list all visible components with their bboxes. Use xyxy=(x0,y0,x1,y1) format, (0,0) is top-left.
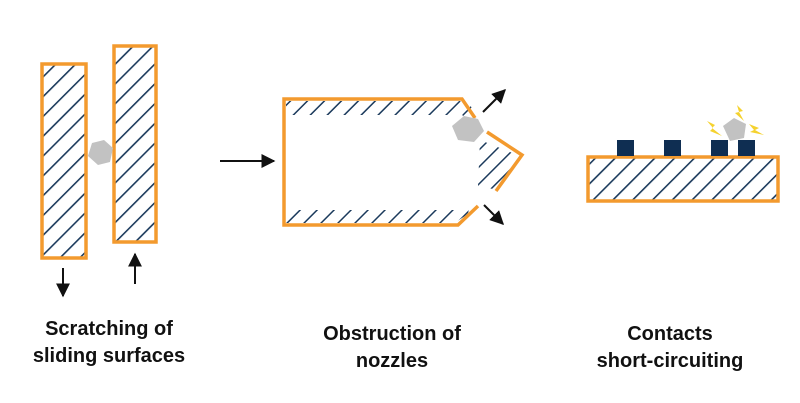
caption-contacts-line-1: Contacts xyxy=(627,323,713,345)
caption-scratching: Scratching of sliding surfaces xyxy=(14,316,204,370)
contact-pad-3 xyxy=(711,140,728,156)
sliding-bar-right xyxy=(112,44,158,244)
contact-pad-4 xyxy=(738,140,755,156)
nozzle-outline-upper xyxy=(282,97,480,227)
caption-contacts-line-2: short-circuiting xyxy=(596,350,744,372)
caption-contacts: Contacts short-circuiting xyxy=(565,321,775,375)
caption-nozzle-line-2: nozzles xyxy=(355,350,429,372)
nozzle-hatch-top xyxy=(286,101,458,115)
caption-nozzle: Obstruction of nozzles xyxy=(292,321,492,375)
particle-on-contacts xyxy=(723,118,746,141)
panel-contacts xyxy=(586,105,780,203)
contact-pad-1 xyxy=(617,140,634,156)
arrow-spray-up xyxy=(482,89,506,113)
caption-scratching-line-1: Scratching of xyxy=(45,318,173,340)
spark-top-icon xyxy=(735,105,744,121)
nozzle-outline-lower xyxy=(486,130,525,193)
sliding-bar-left xyxy=(40,62,88,260)
particle-between-bars xyxy=(88,140,113,165)
nozzle-hatch-lower-tip xyxy=(478,140,520,190)
caption-scratching-line-2: sliding surfaces xyxy=(32,345,186,367)
particle-in-nozzle xyxy=(452,116,484,142)
nozzle-hatch-bottom xyxy=(286,210,454,223)
nozzle-hatch-lower-lip xyxy=(454,203,470,222)
arrow-spray-down xyxy=(483,204,504,225)
spark-left-icon xyxy=(707,121,722,136)
caption-nozzle-line-1: Obstruction of xyxy=(323,323,461,345)
panel-nozzle xyxy=(282,89,525,227)
contact-pad-2 xyxy=(664,140,681,156)
panel-scratching xyxy=(40,44,158,298)
spark-right-icon xyxy=(749,124,764,135)
circuit-board xyxy=(586,155,780,203)
